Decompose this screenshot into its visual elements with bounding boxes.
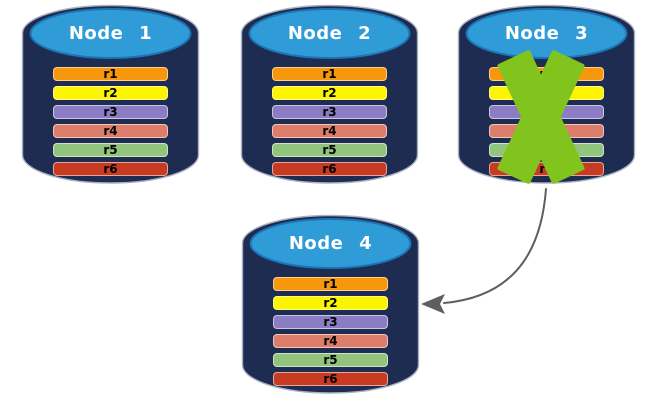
replica-bar-r4: r4 <box>53 124 168 138</box>
replica-bar-r1: r1 <box>272 67 387 81</box>
node-title: Node 1 <box>68 23 153 44</box>
node-4: Node 4 r1 r2 r3 r4 r5 r6 <box>241 213 420 395</box>
node-2: Node 2 r1 r2 r3 r4 r5 r6 <box>240 3 419 185</box>
node-title: Node 3 <box>504 23 589 44</box>
replica-bar-r3: r3 <box>53 105 168 119</box>
replica-bar-r4: r4 <box>272 124 387 138</box>
replica-bar-r1: r1 <box>53 67 168 81</box>
replica-bar-r1: r1 <box>489 67 604 81</box>
replica-bar-r1: r1 <box>273 277 388 291</box>
cylinder-top <box>248 8 411 59</box>
replica-bar-r2: r2 <box>272 86 387 100</box>
replica-bar-r2: r2 <box>53 86 168 100</box>
replica-bar-r2: r2 <box>489 86 604 100</box>
replica-bar-r2: r2 <box>273 296 388 310</box>
node-3: Node 3 r1 r2 r3 r4 r5 r6 <box>457 3 636 185</box>
replica-bar-r6: r6 <box>273 372 388 386</box>
replica-bar-r3: r3 <box>273 315 388 329</box>
replica-bar-r4: r4 <box>489 124 604 138</box>
cylinder-top <box>29 8 192 59</box>
replica-bar-r3: r3 <box>489 105 604 119</box>
replica-bar-r5: r5 <box>272 143 387 157</box>
replica-bar-r5: r5 <box>489 143 604 157</box>
replica-bar-r3: r3 <box>272 105 387 119</box>
replica-bar-r6: r6 <box>272 162 387 176</box>
node-title: Node 4 <box>288 233 373 254</box>
replica-bar-r4: r4 <box>273 334 388 348</box>
replica-bar-r5: r5 <box>273 353 388 367</box>
replica-list: r1 r2 r3 r4 r5 r6 <box>489 67 604 181</box>
replica-bar-r6: r6 <box>489 162 604 176</box>
node-title: Node 2 <box>287 23 372 44</box>
replica-list: r1 r2 r3 r4 r5 r6 <box>273 277 388 391</box>
failover-arrow <box>421 188 547 314</box>
replica-list: r1 r2 r3 r4 r5 r6 <box>272 67 387 181</box>
replica-bar-r6: r6 <box>53 162 168 176</box>
replica-bar-r5: r5 <box>53 143 168 157</box>
arrow-curve <box>443 188 547 304</box>
replica-list: r1 r2 r3 r4 r5 r6 <box>53 67 168 181</box>
arrow-head-icon <box>421 294 445 314</box>
node-1: Node 1 r1 r2 r3 r4 r5 r6 <box>21 3 200 185</box>
cylinder-top <box>249 218 412 269</box>
